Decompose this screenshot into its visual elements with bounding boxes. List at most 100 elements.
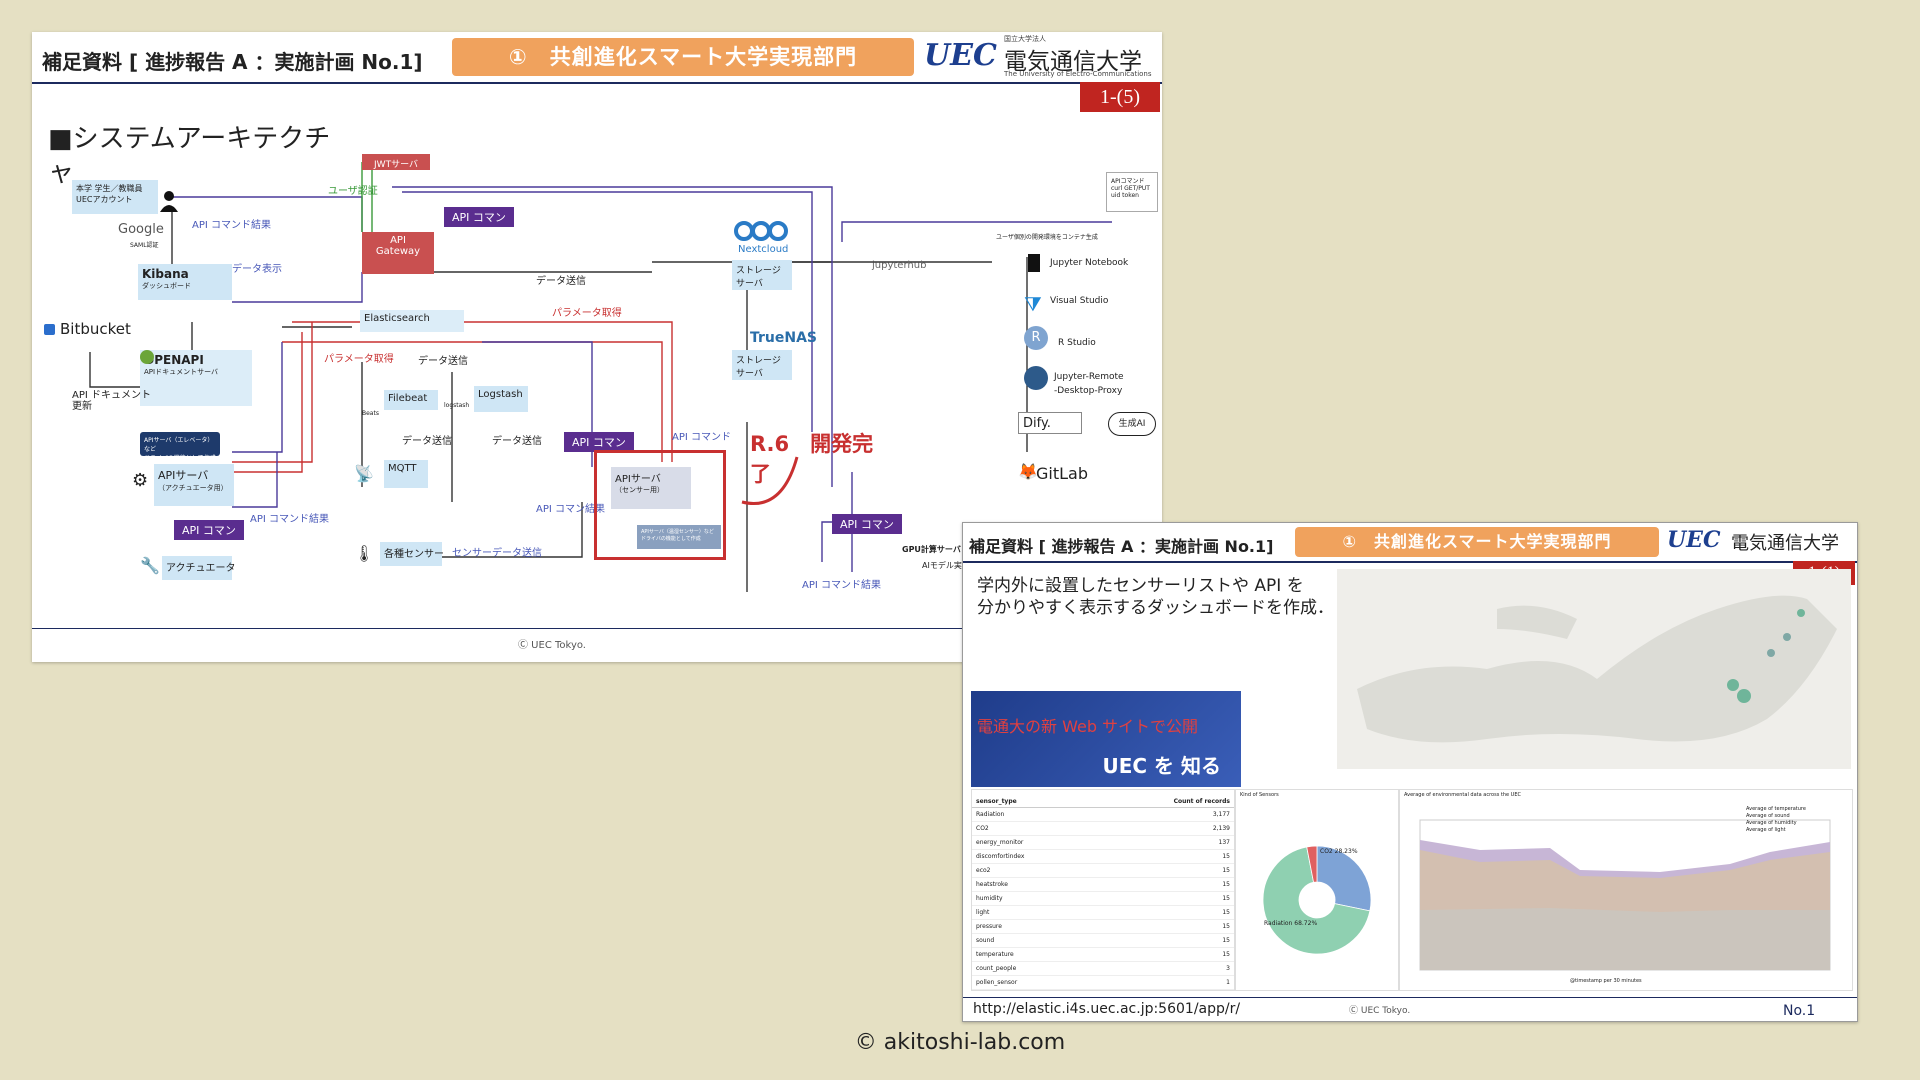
table-cell-type: heatstroke (976, 881, 1008, 888)
api-gateway-box: API Gateway (362, 232, 434, 274)
table-cell-type: temperature (976, 951, 1014, 958)
pie-panel: Kind of Sensors CO2 28.23% Radiation 68.… (1235, 789, 1399, 991)
table-cell-type: humidity (976, 895, 1003, 902)
dify-box: Dify. (1018, 412, 1082, 434)
actuator-icon: 🔧 (140, 556, 160, 575)
pie-chart (1262, 845, 1372, 955)
pie-slice-radiation (1262, 846, 1371, 955)
gitlab-label: GitLab (1036, 464, 1088, 483)
mqtt-box: MQTT (384, 460, 428, 488)
table-cell-type: energy_monitor (976, 839, 1024, 846)
api-server-sensor-note: APIサーバ（温湿センサー）など ドライバの機能として作成 (637, 525, 721, 549)
elasticsearch-box: Elasticsearch (360, 310, 464, 332)
api-server-sensor-highlight: APIサーバ （センサー用） APIサーバ（温湿センサー）など ドライバの機能と… (594, 450, 726, 560)
jwt-server-box: JWTサーバ (362, 154, 430, 170)
map-marker[interactable] (1737, 689, 1751, 703)
gear-icon: ⚙ (132, 470, 149, 491)
map-marker[interactable] (1727, 679, 1739, 691)
table-cell-type: discomfortindex (976, 853, 1025, 860)
table-cell-type: count_people (976, 965, 1017, 972)
table-cell-type: pollen_sensor (976, 979, 1018, 986)
table-cell-count: 15 (1222, 867, 1230, 874)
area-chart-panel: Average of environmental data across the… (1399, 789, 1853, 991)
openapi-box: OPENAPI APIドキュメントサーバ (140, 350, 252, 406)
user-auth-label: ユーザ認証 (328, 186, 378, 197)
legend-temperature: Average of temperature (1746, 806, 1806, 812)
api-command-box: APIコマンド curl GET/PUT uid token (1106, 172, 1158, 212)
data-send-label-1: データ送信 (536, 276, 586, 287)
user-account-box: 本学 学生／教職員 UECアカウント (72, 180, 158, 214)
table-header-count: Count of records (1173, 798, 1230, 805)
jrdp-label: Jupyter-Remote -Desktop-Proxy (1054, 372, 1124, 396)
univ-logo-text: 電気通信大学 (1004, 49, 1142, 75)
map-land (1357, 595, 1837, 743)
header-title: 補足資料 [ 進捗報告 A ：実施計画 No.1] (42, 50, 423, 74)
data-send-label-2: データ送信 (418, 356, 468, 367)
section-title: ■システムアーキテクチャ (48, 124, 331, 188)
banner-uec-text: UEC を 知る (1102, 754, 1221, 778)
main-slide: 補足資料 [ 進捗報告 A ：実施計画 No.1] ① 共創進化スマート大学実現… (32, 32, 1162, 662)
sub-slide-header: 補足資料 [ 進捗報告 A ：実施計画 No.1] ① 共創進化スマート大学実現… (963, 523, 1857, 563)
api-doc-update-label: API ドキュメント 更新 (72, 390, 151, 412)
api-server-sensor-label: APIサーバ (615, 474, 661, 485)
pie-label-radiation: Radiation 68.72% (1264, 920, 1318, 927)
table-cell-count: 1 (1226, 979, 1230, 986)
table-cell-type: pressure (976, 923, 1002, 930)
footer-line (32, 628, 1162, 629)
filebeat-box: Filebeat (384, 390, 438, 410)
legend-sound: Average of sound (1746, 813, 1790, 819)
footer-copyright: Ⓒ UEC Tokyo. (518, 640, 586, 651)
sub-url[interactable]: http://elastic.i4s.uec.ac.jp:5601/app/r/ (973, 1001, 1241, 1017)
sensor-map[interactable] (1337, 569, 1851, 769)
vscode-icon: ⧩ (1024, 292, 1042, 316)
sub-footer-copyright: Ⓒ UEC Tokyo. (1349, 1006, 1411, 1016)
pie-slice-co2 (1316, 845, 1372, 912)
storage-server-1: ストレージ サーバ (732, 260, 792, 290)
uec-web-banner[interactable]: 電通大の新 Web サイトで公開 UEC を 知る (971, 691, 1241, 787)
map-marker[interactable] (1797, 609, 1805, 617)
department-label: ① 共創進化スマート大学実現部門 (452, 38, 914, 76)
table-header: sensor_type Count of records (972, 790, 1234, 808)
pie-label-co2: CO2 28.23% (1320, 848, 1358, 855)
map-marker[interactable] (1767, 649, 1775, 657)
sub-footer-line (963, 997, 1857, 998)
genai-cloud: 生成AI (1108, 412, 1156, 436)
api-actuator-note: APIサーバ（エレベータ）など ドライバの機能として作成 (140, 432, 220, 462)
pie-title: Kind of Sensors (1240, 792, 1279, 798)
table-cell-type: sound (976, 937, 995, 944)
kibana-label: Kibana (142, 267, 189, 281)
truenas-label: TrueNAS (750, 330, 818, 346)
param-get-label-2: パラメータ取得 (324, 354, 394, 365)
openapi-icon (140, 350, 154, 364)
done-label: R.6 開発完了 (750, 432, 874, 486)
logstash-box: Logstash (474, 386, 528, 412)
gpu-server-label: GPU計算サーバ (902, 545, 961, 554)
api-command-tag-3: API コマン (832, 514, 902, 534)
api-command-tag-1: API コマン (444, 207, 514, 227)
api-server-actuator-label: APIサーバ (158, 469, 209, 482)
table-cell-count: 2,139 (1212, 825, 1230, 832)
table-cell-count: 15 (1222, 853, 1230, 860)
data-send-label-3: データ送信 (402, 436, 452, 447)
api-server-actuator-box: APIサーバ （アクチュエータ用） (154, 464, 234, 506)
saml-label: SAML認証 (130, 242, 159, 249)
actuator-box: アクチュエータ (162, 556, 236, 580)
jupyter-notebook-label: Jupyter Notebook (1050, 258, 1129, 268)
area-legend: Average of temperature Average of sound … (1746, 806, 1806, 834)
data-display-label: データ表示 (232, 264, 282, 275)
api-result-label-left: API コマンド結果 (250, 514, 329, 525)
gitlab-icon: 🦊 (1018, 462, 1038, 481)
beats-label: Beats (362, 410, 379, 417)
univ-small-label: 国立大学法人 (1004, 35, 1046, 43)
map-marker[interactable] (1783, 633, 1791, 641)
logstash-small-label: logstash (444, 402, 470, 409)
table-cell-count: 15 (1222, 909, 1230, 916)
sub-description: 学内外に設置したセンサーリストや API を 分かりやすく表示するダッシュボード… (977, 576, 1334, 618)
api-server-sensor-box: APIサーバ （センサー用） (611, 467, 691, 509)
notebook-icon (1028, 254, 1040, 272)
